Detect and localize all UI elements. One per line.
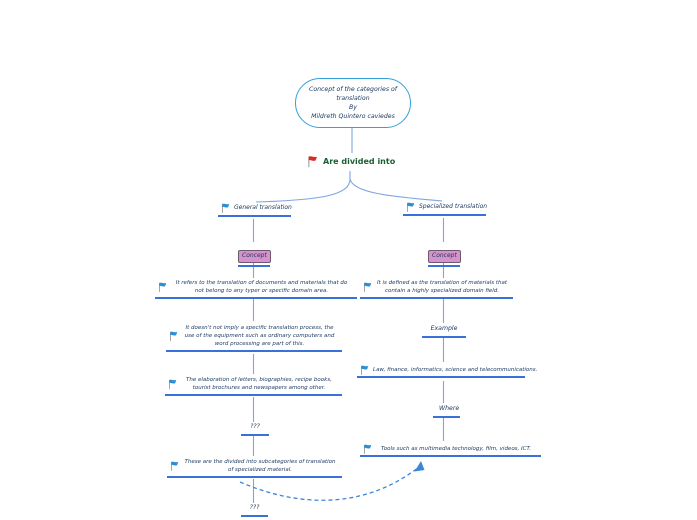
node-label: Specialized translation [419,203,488,210]
left-node-unknown-1[interactable]: ??? [241,423,269,436]
right-node-fields[interactable]: Law, finance, informatics, science and t… [357,365,538,378]
blue-flag-icon [360,365,369,376]
concept-chip: Concept [428,249,461,263]
node-label: It doesn't not imply a specific translat… [184,325,335,347]
root-node[interactable]: Concept of the categories of translation… [295,78,411,128]
node-label: Where [439,405,460,412]
node-label: ??? [249,504,260,511]
blue-flag-icon [363,282,372,293]
blue-flag-icon [170,461,179,472]
concept-chip: Concept [238,249,271,263]
left-concept-tag[interactable]: Concept [238,242,271,267]
node-label: Law, finance, informatics, science and t… [373,367,538,373]
left-node-examples[interactable]: The elaboration of letters, biographies,… [165,376,342,396]
general-translation-node[interactable]: General translation [218,202,292,217]
left-node-definition[interactable]: It refers to the translation of document… [155,279,357,299]
blue-flag-icon [406,201,415,213]
blue-flag-icon [363,444,372,455]
specialized-translation-node[interactable]: Specialized translation [403,201,488,216]
node-label: General translation [234,204,292,211]
right-node-where-label[interactable]: Where [433,405,460,418]
red-flag-icon [308,155,318,168]
node-label: ??? [250,423,260,430]
blue-flag-icon [221,202,230,214]
left-node-subcategories[interactable]: These are the divided into subcategories… [167,458,342,478]
node-label: The elaboration of letters, biographies,… [186,377,332,391]
right-node-example-label[interactable]: Example [422,325,466,338]
blue-flag-icon [168,379,177,390]
divider-label: Are divided into [323,157,396,166]
root-label: Concept of the categories of translation… [309,86,397,120]
left-node-process[interactable]: It doesn't not imply a specific translat… [166,324,342,352]
left-node-unknown-2[interactable]: ??? [241,504,268,517]
node-label: Tools such as multimedia technology, fil… [381,446,531,452]
right-node-definition[interactable]: It is defined as the translation of mate… [360,279,513,299]
blue-flag-icon [158,282,167,293]
node-label: It is defined as the translation of mate… [376,280,508,294]
node-label: Example [430,325,458,332]
blue-flag-icon [169,331,178,342]
right-node-tools[interactable]: Tools such as multimedia technology, fil… [360,444,541,457]
node-label: These are the divided into subcategories… [184,459,336,473]
right-concept-tag[interactable]: Concept [428,242,461,267]
node-label: It refers to the translation of document… [175,280,348,294]
divider-node[interactable]: Are divided into [306,155,395,168]
